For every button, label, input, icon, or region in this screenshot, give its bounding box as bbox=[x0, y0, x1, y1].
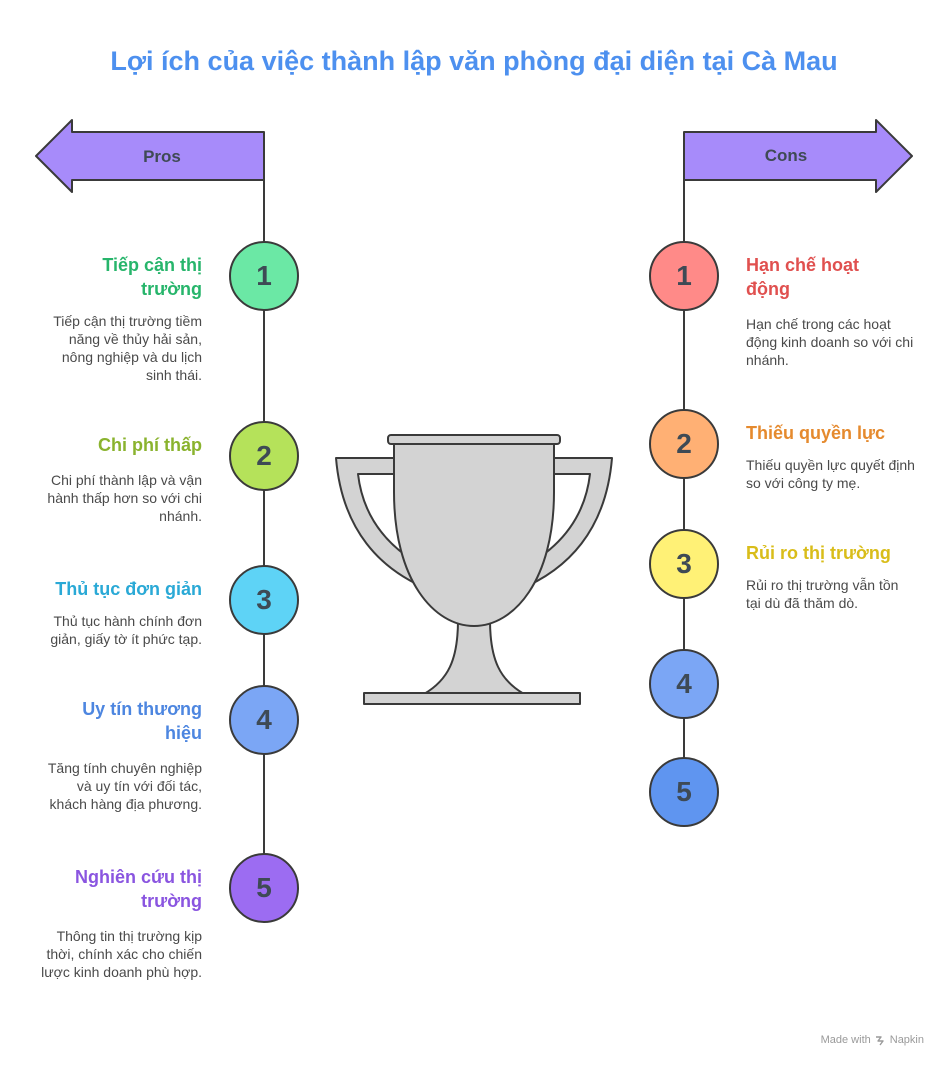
cons-circle-4: 4 bbox=[649, 649, 719, 719]
pros-circle-3: 3 bbox=[229, 565, 299, 635]
napkin-logo-icon bbox=[875, 1035, 884, 1045]
cons-title-3: Rủi ro thị trường bbox=[746, 543, 891, 563]
pros-desc-2: Chi phí thành lập và vận hành thấp hơn s… bbox=[47, 472, 202, 524]
cons-label: Cons bbox=[764, 146, 808, 165]
made-with-text: Made with bbox=[820, 1034, 871, 1046]
pros-desc-1: Tiếp cận thị trường tiềm năng về thủy hả… bbox=[53, 313, 202, 383]
pros-arrow bbox=[35, 119, 265, 193]
cons-desc-3: Rủi ro thị trường vẫn tồn tại dù đã thăm… bbox=[746, 577, 899, 611]
cons-circle-2: 2 bbox=[649, 409, 719, 479]
pros-label: Pros bbox=[143, 147, 181, 166]
pros-circle-5: 5 bbox=[229, 853, 299, 923]
trophy-icon bbox=[335, 434, 613, 705]
napkin-brand: Napkin bbox=[889, 1034, 924, 1046]
cons-circle-1: 1 bbox=[649, 241, 719, 311]
pros-desc-5: Thông tin thị trường kịp thời, chính xác… bbox=[41, 928, 202, 980]
pros-circle-1: 1 bbox=[229, 241, 299, 311]
pros-title-3: Thủ tục đơn giản bbox=[55, 579, 202, 599]
cons-circle-3: 3 bbox=[649, 529, 719, 599]
pros-title-4: Uy tín thương hiệu bbox=[82, 699, 202, 743]
pros-circle-4: 4 bbox=[229, 685, 299, 755]
made-with-napkin[interactable]: Made with Napkin bbox=[821, 1034, 924, 1046]
page-title: Lợi ích của việc thành lập văn phòng đại… bbox=[110, 46, 838, 76]
pros-title-1: Tiếp cận thị trường bbox=[102, 255, 202, 299]
cons-desc-1: Hạn chế trong các hoạt động kinh doanh s… bbox=[746, 316, 914, 368]
pros-desc-4: Tăng tính chuyên nghiệp và uy tín với đố… bbox=[47, 760, 202, 812]
cons-desc-2: Thiếu quyền lực quyết định so với công t… bbox=[746, 457, 915, 491]
cons-circle-5: 5 bbox=[649, 757, 719, 827]
pros-desc-3: Thủ tục hành chính đơn giản, giấy tờ ít … bbox=[50, 613, 202, 647]
cons-title-2: Thiếu quyền lực bbox=[746, 423, 886, 443]
cons-title-1: Hạn chế hoạt động bbox=[746, 255, 860, 299]
pros-circle-2: 2 bbox=[229, 421, 299, 491]
pros-title-2: Chi phí thấp bbox=[98, 435, 202, 455]
pros-title-5: Nghiên cứu thị trường bbox=[74, 867, 202, 911]
cons-arrow bbox=[683, 119, 913, 193]
